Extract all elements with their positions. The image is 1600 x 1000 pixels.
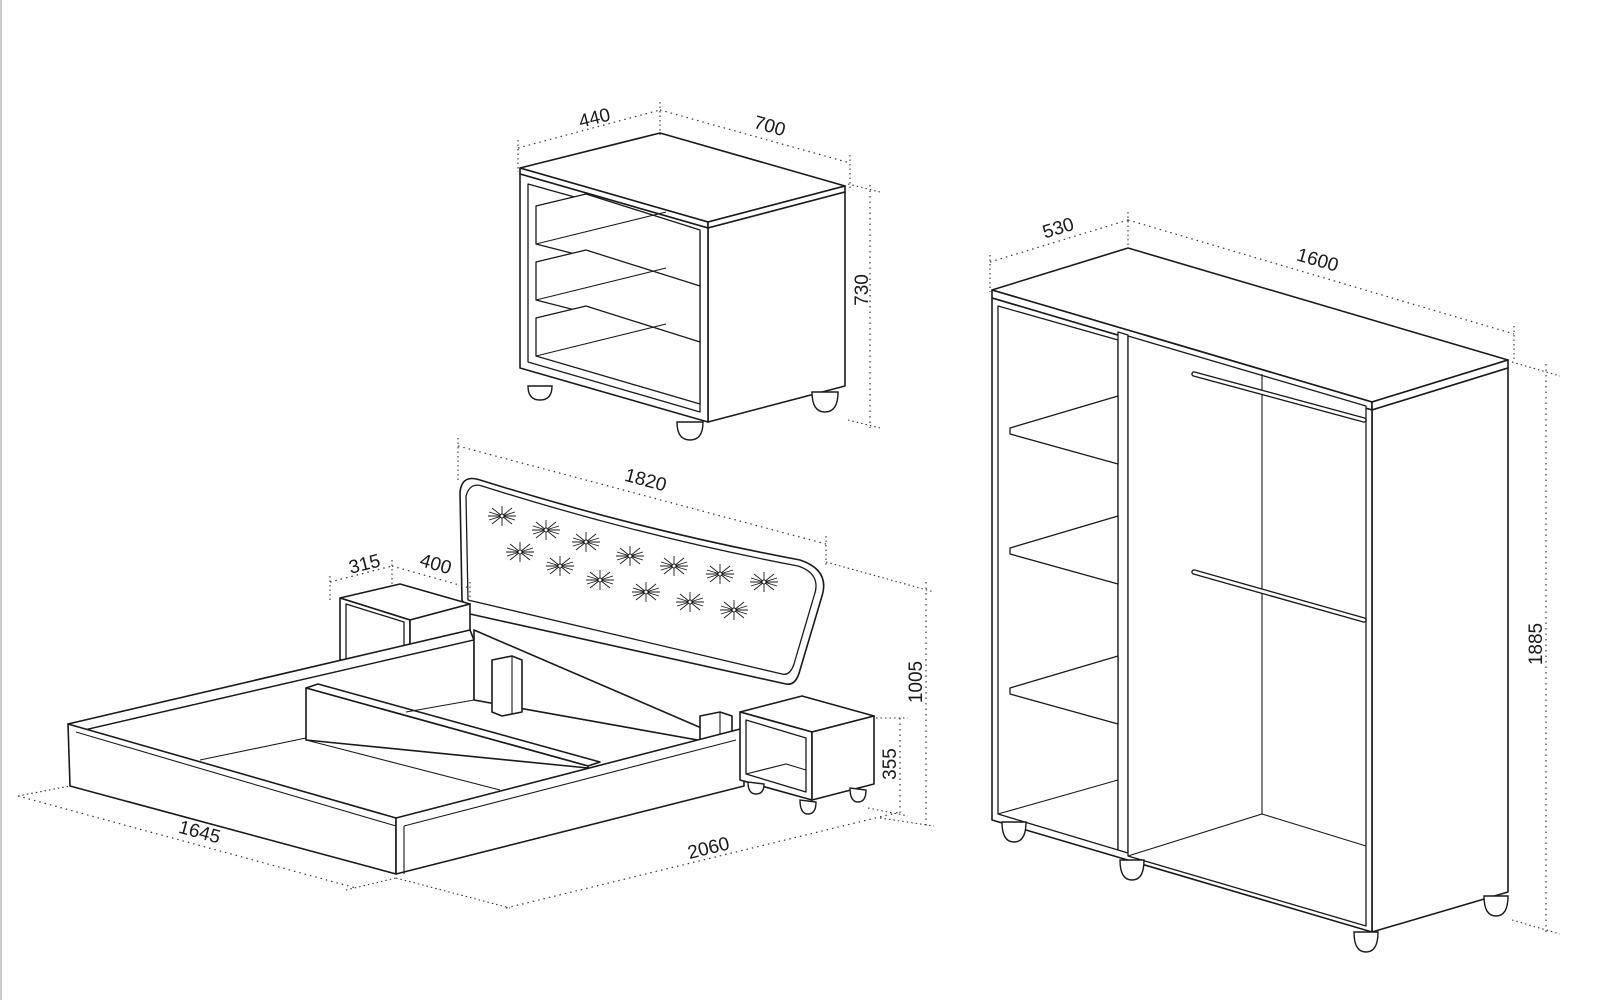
nightstand-right-foot-front — [799, 799, 817, 815]
dresser-drawer-1 — [535, 193, 701, 287]
dresser — [519, 132, 846, 441]
dim-tick — [847, 183, 881, 193]
label-wardrobe-depth: 530 — [1040, 214, 1076, 243]
label-nightstand-depth: 400 — [417, 550, 453, 579]
dim-line-wardrobe-width — [1127, 219, 1515, 335]
bed — [67, 477, 875, 875]
dim-tick — [395, 877, 511, 909]
nightstand-right-opening — [745, 719, 807, 793]
tuft-button — [616, 546, 644, 566]
wardrobe-foot-middle — [1119, 859, 1145, 881]
bed-foot-rail-inner — [403, 739, 737, 827]
dim-tick — [17, 785, 71, 797]
label-bed-length: 2060 — [686, 833, 732, 864]
tuft-button — [506, 542, 534, 562]
dresser-foot-left — [527, 385, 553, 401]
tuft-button — [532, 520, 560, 540]
dim-line-bed-width — [17, 795, 357, 889]
label-wardrobe-height: 1885 — [1526, 623, 1547, 665]
label-nightstand-height: 355 — [880, 748, 901, 780]
tuft-button — [546, 556, 574, 576]
nightstand-right-foot-right — [849, 787, 867, 803]
label-bed-height: 1005 — [906, 661, 927, 703]
tuft-button — [572, 532, 600, 552]
dresser-drawer-2-inner — [535, 267, 667, 301]
wardrobe-shelf-3 — [1009, 655, 1119, 725]
dresser-drawer-3 — [535, 305, 701, 405]
dim-tick — [825, 561, 935, 593]
dresser-drawer-3-inner — [535, 323, 667, 357]
tuft-button — [720, 600, 748, 620]
bed-front-rail-inner — [75, 731, 397, 827]
wardrobe — [991, 247, 1509, 953]
wardrobe-divider — [1117, 331, 1129, 854]
tuft-button — [660, 556, 688, 576]
tuft-button — [632, 582, 660, 602]
tuft-button — [750, 572, 778, 592]
bed-divider-base — [305, 739, 501, 791]
nightstand-right-shelf — [745, 763, 807, 775]
wardrobe-foot-front — [1353, 931, 1379, 953]
bed-support-block-1 — [491, 655, 523, 717]
headboard-tufting — [488, 506, 778, 620]
bed-slat-back — [405, 699, 475, 713]
label-dresser-depth: 440 — [577, 105, 613, 133]
wardrobe-shelf-1 — [1009, 395, 1119, 465]
wardrobe-foot-left — [1001, 821, 1027, 843]
nightstand-right-side — [811, 715, 875, 801]
label-nightstand-width: 315 — [347, 551, 383, 579]
dresser-side-panel — [707, 191, 846, 423]
wardrobe-side-panel — [1371, 367, 1509, 933]
wardrobe-rail-middle-highlight — [1192, 570, 1366, 622]
label-wardrobe-width: 1600 — [1294, 245, 1340, 277]
dresser-foot-right — [811, 391, 839, 413]
tuft-button — [586, 570, 614, 590]
label-dresser-height: 730 — [852, 274, 873, 306]
dim-line-wardrobe-depth — [989, 219, 1129, 263]
dim-tick — [879, 817, 935, 827]
wardrobe-shelf-2 — [1009, 515, 1119, 585]
dresser-foot-front — [676, 421, 704, 441]
tuft-button — [706, 564, 734, 584]
dresser-drawer-2 — [535, 249, 701, 343]
wardrobe-rail-top-highlight — [1192, 372, 1366, 422]
tuft-button — [676, 592, 704, 612]
nightstand-right-foot-left — [747, 781, 765, 795]
wardrobe-foot-right — [1483, 895, 1509, 917]
dim-tick — [867, 807, 909, 817]
dim-tick — [1511, 919, 1561, 935]
bed-foot-rail — [395, 727, 745, 875]
bed-slat-left — [199, 737, 307, 761]
dim-tick — [1511, 361, 1561, 377]
dim-tick — [847, 419, 881, 429]
dresser-drawer-1-inner — [535, 211, 667, 245]
wardrobe-left-floor — [997, 779, 1119, 815]
wardrobe-right-compartment — [1127, 335, 1367, 927]
dim-tick — [345, 877, 397, 891]
tuft-button — [488, 506, 516, 526]
dim-line-dresser-depth — [517, 109, 661, 149]
